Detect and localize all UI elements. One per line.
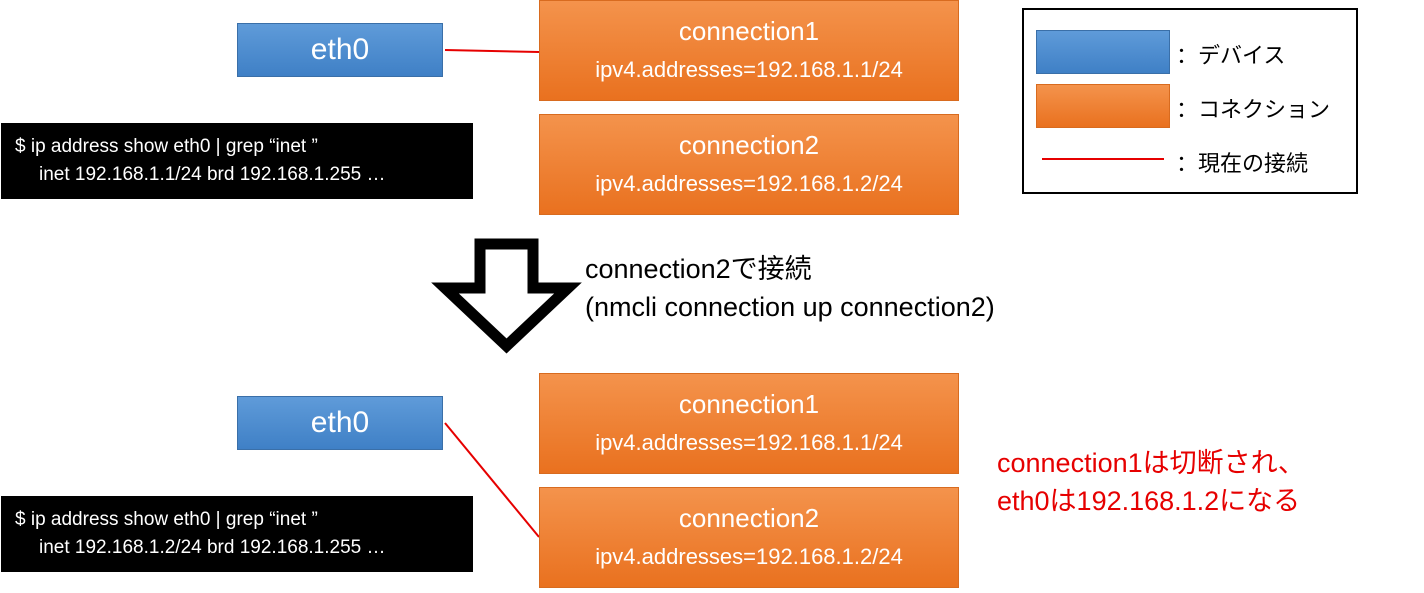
bottom-connection2-box: connection2 ipv4.addresses=192.168.1.2/2…: [539, 487, 959, 588]
top-device-eth0: eth0: [237, 23, 443, 77]
bottom-device-label: eth0: [310, 406, 370, 439]
top-connection1-box: connection1 ipv4.addresses=192.168.1.1/2…: [539, 0, 959, 101]
top-terminal: $ ip address show eth0 | grep “inet ” in…: [1, 123, 473, 199]
legend-connection-label: ：コネクション: [1176, 97, 1331, 122]
bottom-connection2-name: connection2: [678, 503, 820, 533]
bottom-terminal-output: inet 192.168.1.2/24 brd 192.168.1.255 …: [39, 537, 386, 558]
top-connection1-addr: ipv4.addresses=192.168.1.1/24: [595, 57, 903, 82]
top-device-label: eth0: [310, 33, 370, 66]
bottom-connection2-addr: ipv4.addresses=192.168.1.2/24: [595, 544, 903, 569]
bottom-connection1-name: connection1: [678, 389, 820, 419]
legend-current-label: ：現在の接続: [1176, 151, 1309, 176]
result-note-line1: connection1は切断され、: [997, 448, 1305, 478]
top-connection2-addr: ipv4.addresses=192.168.1.2/24: [595, 171, 903, 196]
legend-connection-swatch: [1036, 84, 1170, 128]
top-current-link: [444, 49, 540, 53]
legend: ：デバイス ：コネクション ：現在の接続: [1022, 8, 1358, 194]
top-connection2-name: connection2: [678, 130, 820, 160]
step-caption: connection2で接続 (nmcli connection up conn…: [585, 250, 995, 326]
bottom-connection1-box: connection1 ipv4.addresses=192.168.1.1/2…: [539, 373, 959, 474]
legend-device-swatch: [1036, 30, 1170, 74]
legend-device-label: ：デバイス: [1176, 43, 1286, 68]
bottom-current-link: [444, 422, 540, 538]
down-arrow-icon: [431, 238, 582, 354]
top-terminal-command: $ ip address show eth0 | grep “inet ”: [15, 136, 318, 157]
result-note: connection1は切断され、 eth0は192.168.1.2になる: [997, 444, 1305, 520]
top-connection2-box: connection2 ipv4.addresses=192.168.1.2/2…: [539, 114, 959, 215]
bottom-device-eth0: eth0: [237, 396, 443, 450]
legend-current-link-swatch: [1042, 158, 1164, 160]
bottom-connection1-addr: ipv4.addresses=192.168.1.1/24: [595, 430, 903, 455]
bottom-terminal: $ ip address show eth0 | grep “inet ” in…: [1, 496, 473, 572]
top-connection1-name: connection1: [678, 16, 820, 46]
step-caption-line2: (nmcli connection up connection2): [585, 292, 995, 322]
result-note-line2: eth0は192.168.1.2になる: [997, 486, 1301, 516]
step-caption-line1: connection2で接続: [585, 254, 812, 284]
top-terminal-output: inet 192.168.1.1/24 brd 192.168.1.255 …: [39, 164, 386, 185]
bottom-terminal-command: $ ip address show eth0 | grep “inet ”: [15, 509, 318, 530]
